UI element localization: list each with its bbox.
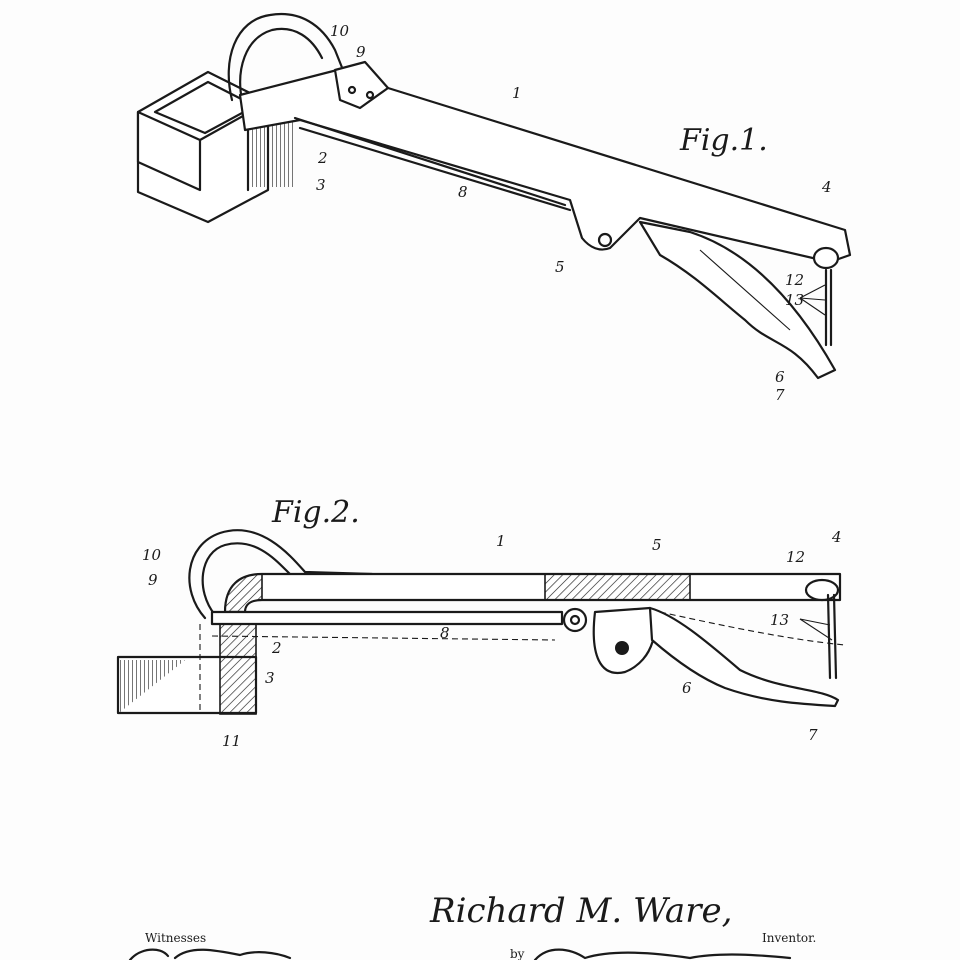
fig2-ref-9: 9 — [148, 571, 158, 589]
fig2-ref-6: 6 — [682, 679, 692, 697]
fig1-ref-2: 2 — [317, 149, 328, 167]
by-caption: by — [510, 947, 525, 960]
fig2-pivot-block — [592, 606, 656, 675]
fig1-lever — [238, 60, 852, 264]
fig2-handle — [648, 606, 840, 708]
fig1-spring-loop — [227, 12, 347, 102]
fig1-ref-5: 5 — [555, 258, 565, 276]
signature-block: Richard M. Ware, Inventor. Witnesses by — [128, 891, 816, 960]
inventor-name: Richard M. Ware, — [429, 891, 732, 931]
fig1-ref-4: 4 — [821, 178, 832, 196]
fig1-ref-6: 6 — [775, 368, 785, 386]
witnesses-caption: Witnesses — [145, 931, 206, 945]
fig2-ref-5: 5 — [652, 536, 662, 554]
fig2-ref-7: 7 — [808, 726, 818, 744]
fig1-ref-3: 3 — [316, 176, 326, 194]
fig1-ref-7: 7 — [775, 386, 785, 404]
fig2-rod — [210, 610, 564, 626]
fig2-ref-4: 4 — [831, 528, 842, 546]
fig2-ref-8: 8 — [440, 624, 450, 642]
fig1-ref-1: 1 — [512, 84, 522, 102]
fig1-ref-8: 8 — [458, 183, 468, 201]
fig2-spring-loop — [188, 529, 374, 620]
fig2-label: Fig.2. — [271, 495, 360, 530]
fig1-ref-13: 13 — [785, 291, 804, 309]
fig2-roller — [562, 607, 588, 633]
fig1-label: Fig.1. — [679, 123, 768, 158]
fig1-ref-9: 9 — [356, 43, 366, 61]
fig2-box — [116, 623, 258, 715]
fig1-ref-12: 12 — [785, 271, 804, 289]
fig2-ref-12: 12 — [786, 548, 805, 566]
fig2-ref-3: 3 — [265, 669, 275, 687]
fig2-ref-13: 13 — [770, 611, 789, 629]
fig2-lever — [223, 572, 842, 614]
fig1-handle — [638, 220, 837, 380]
figure-1: 10 9 1 2 3 8 5 4 12 13 6 7 Fig.1. — [136, 12, 852, 404]
fig2-ref-1: 1 — [496, 532, 506, 550]
figure-2: Fig.2. 10 9 — [116, 495, 846, 750]
fig2-ref-10: 10 — [142, 546, 162, 564]
fig1-box — [136, 70, 296, 224]
fig2-ref-2: 2 — [271, 639, 282, 657]
fig1-ref-10: 10 — [330, 22, 350, 40]
witness-signature — [128, 948, 292, 960]
attorney-signature — [533, 948, 792, 960]
inventor-caption: Inventor. — [762, 931, 816, 945]
fig2-ref-11: 11 — [222, 732, 241, 750]
